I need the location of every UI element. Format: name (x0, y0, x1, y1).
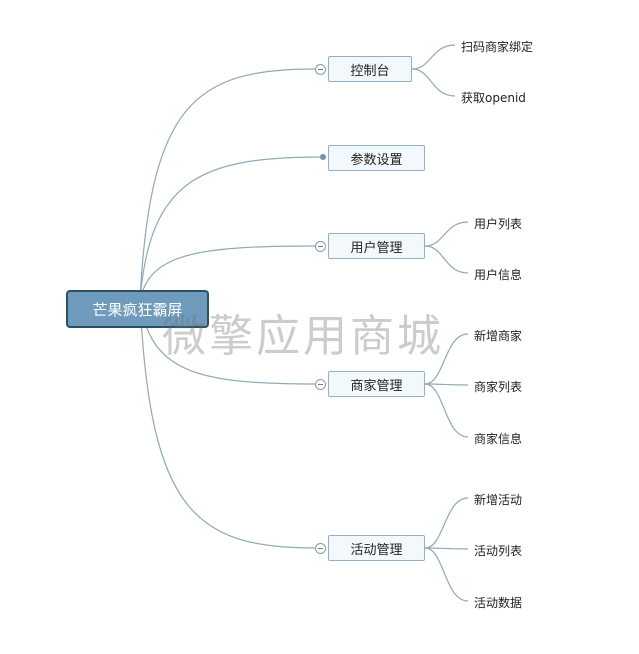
leaf-activity-data[interactable]: 活动数据 (474, 596, 523, 610)
leaf-connector (411, 68, 456, 97)
branch-connector (139, 68, 316, 301)
leaf-connector (424, 547, 469, 602)
leaf-get-openid[interactable]: 获取openid (461, 91, 526, 105)
leaf-connector (424, 497, 469, 549)
leaf-connector (424, 245, 469, 274)
leaf-user-info[interactable]: 用户信息 (474, 268, 523, 282)
leaf-connector (424, 547, 469, 550)
root-node[interactable]: 芒果疯狂霸屏 (66, 290, 209, 328)
leaf-connector (424, 383, 469, 438)
branch-connector (139, 156, 323, 301)
branch-connector (139, 299, 316, 549)
leaf-connector (424, 333, 469, 385)
collapse-toggle-icon[interactable] (315, 379, 326, 390)
collapse-toggle-icon[interactable] (315, 543, 326, 554)
branch-connector (139, 245, 316, 301)
leaf-scan-merchant-bind[interactable]: 扫码商家绑定 (461, 40, 534, 54)
leaf-connector (424, 383, 469, 386)
leaf-add-merchant[interactable]: 新增商家 (474, 329, 523, 343)
leaf-add-activity[interactable]: 新增活动 (474, 493, 523, 507)
collapse-toggle-icon[interactable] (315, 241, 326, 252)
collapse-toggle-icon[interactable] (315, 64, 326, 75)
leaf-connector (424, 221, 469, 247)
leaf-connector (411, 44, 456, 70)
branch-node-console[interactable]: 控制台 (328, 56, 412, 82)
branch-dot-icon (320, 154, 326, 160)
branch-node-activity-management[interactable]: 活动管理 (328, 535, 425, 561)
branch-node-settings[interactable]: 参数设置 (328, 145, 425, 171)
leaf-merchant-info[interactable]: 商家信息 (474, 432, 523, 446)
branch-node-merchant-management[interactable]: 商家管理 (328, 371, 425, 397)
leaf-user-list[interactable]: 用户列表 (474, 217, 523, 231)
branch-node-user-management[interactable]: 用户管理 (328, 233, 425, 259)
leaf-activity-list[interactable]: 活动列表 (474, 544, 523, 558)
leaf-merchant-list[interactable]: 商家列表 (474, 380, 523, 394)
